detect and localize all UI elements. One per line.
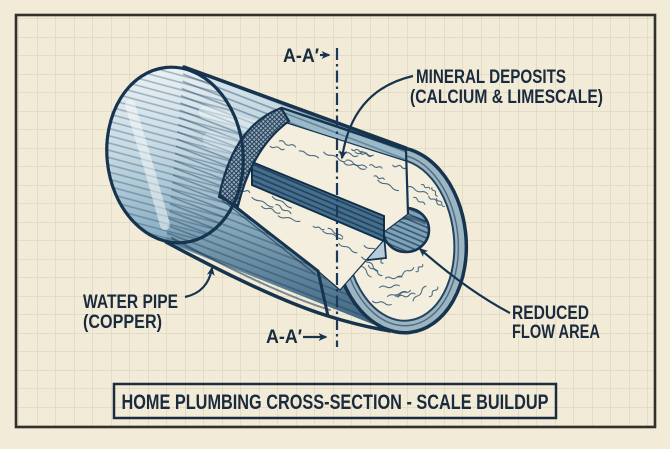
water-channel (251, 160, 385, 243)
svg-text:MINERAL DEPOSITS: MINERAL DEPOSITS (416, 67, 566, 88)
diagram-title: HOME PLUMBING CROSS-SECTION - SCALE BUIL… (122, 390, 549, 414)
border-frame (14, 13, 657, 429)
rear-lip-edge (280, 106, 408, 152)
title-block: HOME PLUMBING CROSS-SECTION - SCALE BUIL… (112, 382, 558, 420)
reduced-flow-leader-line (418, 248, 511, 314)
title-box (112, 382, 558, 420)
section-label-bottom: A-A′ (266, 327, 302, 348)
cap-highlight (125, 100, 170, 230)
svg-text:REDUCED: REDUCED (512, 303, 589, 324)
label-water-pipe: WATER PIPE (COPPER) (83, 266, 215, 333)
callouts: A-A′ A-A′ MINERAL DEPOSITS (CALCIUM & LI… (83, 46, 603, 348)
svg-text:(COPPER): (COPPER) (83, 312, 162, 333)
svg-text:FLOW AREA: FLOW AREA (512, 322, 600, 343)
face-junction-edge (404, 149, 410, 215)
section-label-top: A-A′ (283, 46, 319, 67)
svg-text:(CALCIUM & LIMESCALE): (CALCIUM & LIMESCALE) (410, 87, 603, 108)
pipe-illustration (105, 48, 469, 347)
pipe-outlines (105, 65, 408, 333)
cutaway-opening (217, 106, 410, 318)
svg-text:WATER PIPE: WATER PIPE (83, 292, 178, 313)
mineral-deposits-leader-line (339, 74, 414, 160)
label-reduced-flow: REDUCED FLOW AREA (418, 248, 600, 343)
label-mineral-deposits: MINERAL DEPOSITS (CALCIUM & LIMESCALE) (339, 67, 603, 160)
water-pipe-leader-line (184, 266, 215, 299)
front-lip-edge (218, 193, 320, 273)
